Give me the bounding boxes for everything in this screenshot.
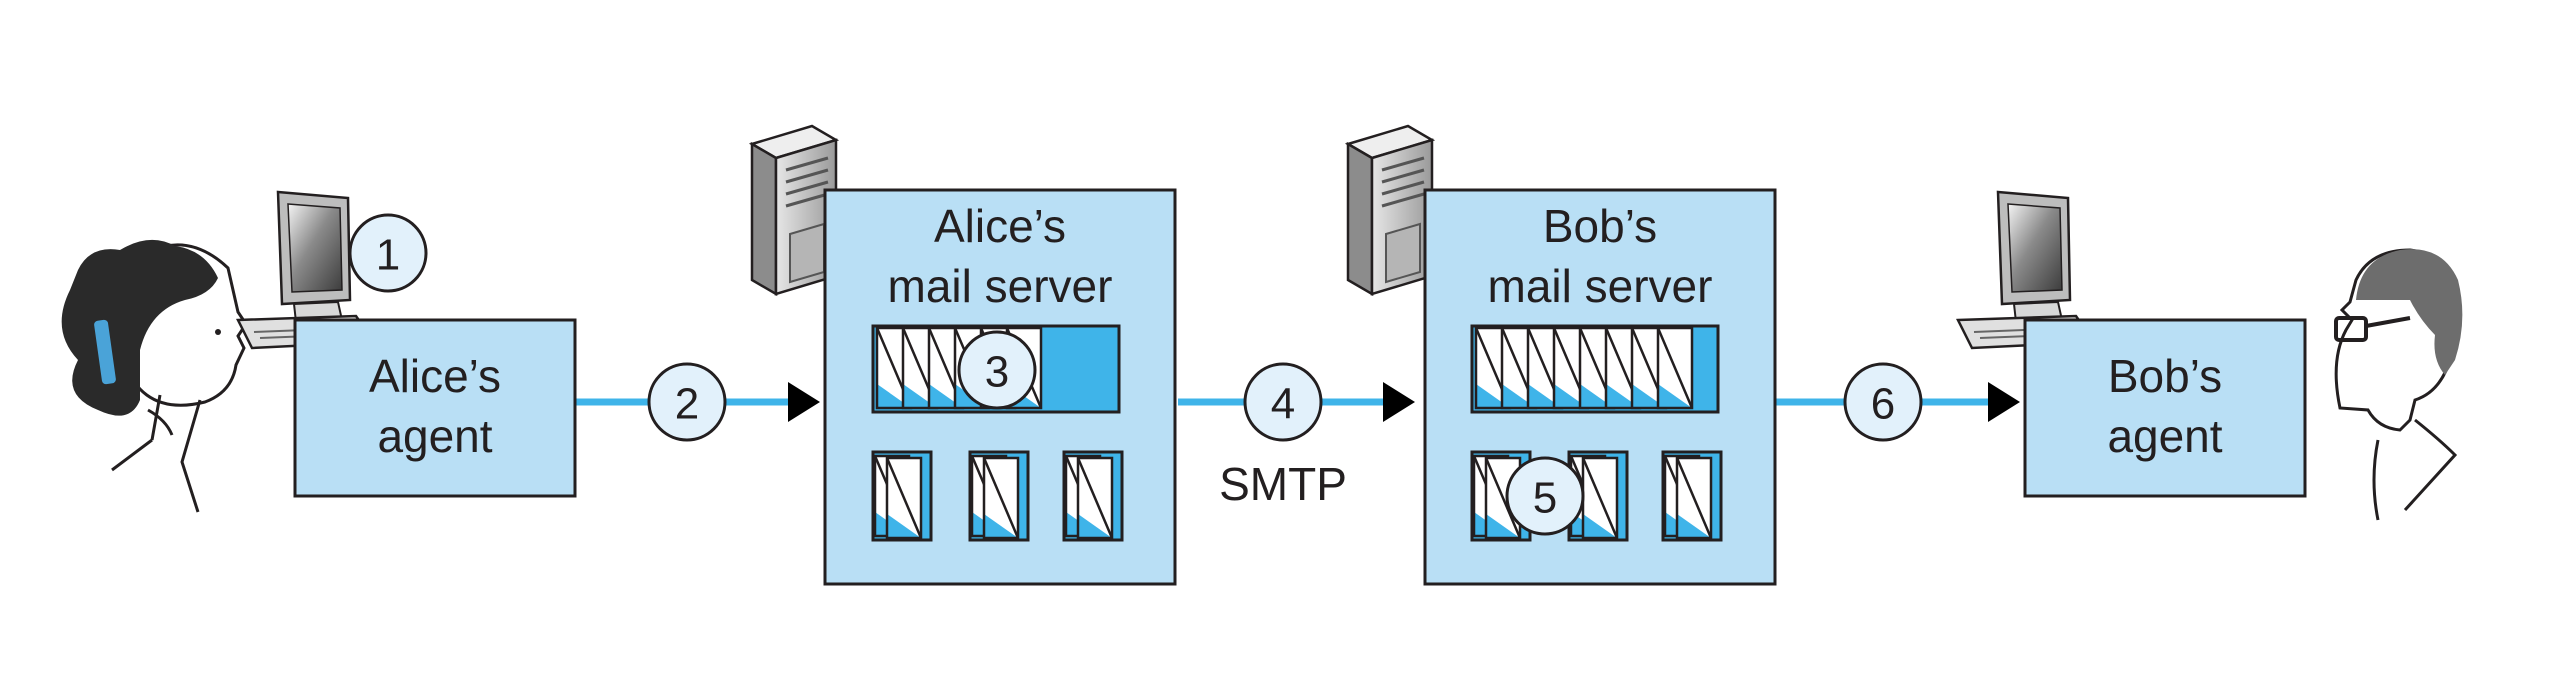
alice-mailboxes <box>871 450 1124 542</box>
step-3-marker: 3 <box>957 330 1037 410</box>
alice-agent-label-line2: agent <box>377 410 492 462</box>
bob-server-icon <box>1344 124 1436 297</box>
mailbox-message-icon <box>1076 456 1114 540</box>
mailbox-message-icon <box>885 456 923 540</box>
bob-agent-box: Bob’s agent <box>2023 318 2307 498</box>
queued-message-icon <box>1656 326 1694 410</box>
step-1-number: 1 <box>376 231 400 280</box>
step-4-marker: 4 <box>1243 362 1323 442</box>
step-6-marker: 6 <box>1843 362 1923 442</box>
mailbox-message-icon <box>982 456 1020 540</box>
step-5-number: 5 <box>1533 474 1557 523</box>
step-5-marker: 5 <box>1505 456 1585 536</box>
mailbox-message-icon <box>1581 456 1619 540</box>
step-2-number: 2 <box>675 380 699 429</box>
bob-mail-server-box: Bob’s mail server <box>1423 188 1777 586</box>
mailbox-message-icon <box>1675 456 1713 540</box>
step-4-number: 4 <box>1271 380 1295 429</box>
bob-agent-label-line1: Bob’s <box>2108 350 2222 402</box>
bob-server-label-line2: mail server <box>1488 260 1713 312</box>
bob-server-label-line1: Bob’s <box>1543 200 1657 252</box>
bob-message-queue <box>1470 324 1720 414</box>
bob-icon <box>2334 248 2463 521</box>
alice-icon <box>61 239 248 513</box>
step-2-marker: 2 <box>647 362 727 442</box>
alice-server-label-line1: Alice’s <box>934 200 1066 252</box>
step-1-marker: 1 <box>348 213 428 293</box>
step-3-number: 3 <box>985 348 1009 397</box>
alice-agent-box: Alice’s agent <box>293 318 577 498</box>
alice-server-label-line2: mail server <box>888 260 1113 312</box>
bob-agent-label-line2: agent <box>2107 410 2222 462</box>
alice-agent-label-line1: Alice’s <box>369 350 501 402</box>
smtp-label: SMTP <box>1219 458 1347 510</box>
alice-server-icon <box>748 124 840 297</box>
step-6-number: 6 <box>1871 380 1895 429</box>
